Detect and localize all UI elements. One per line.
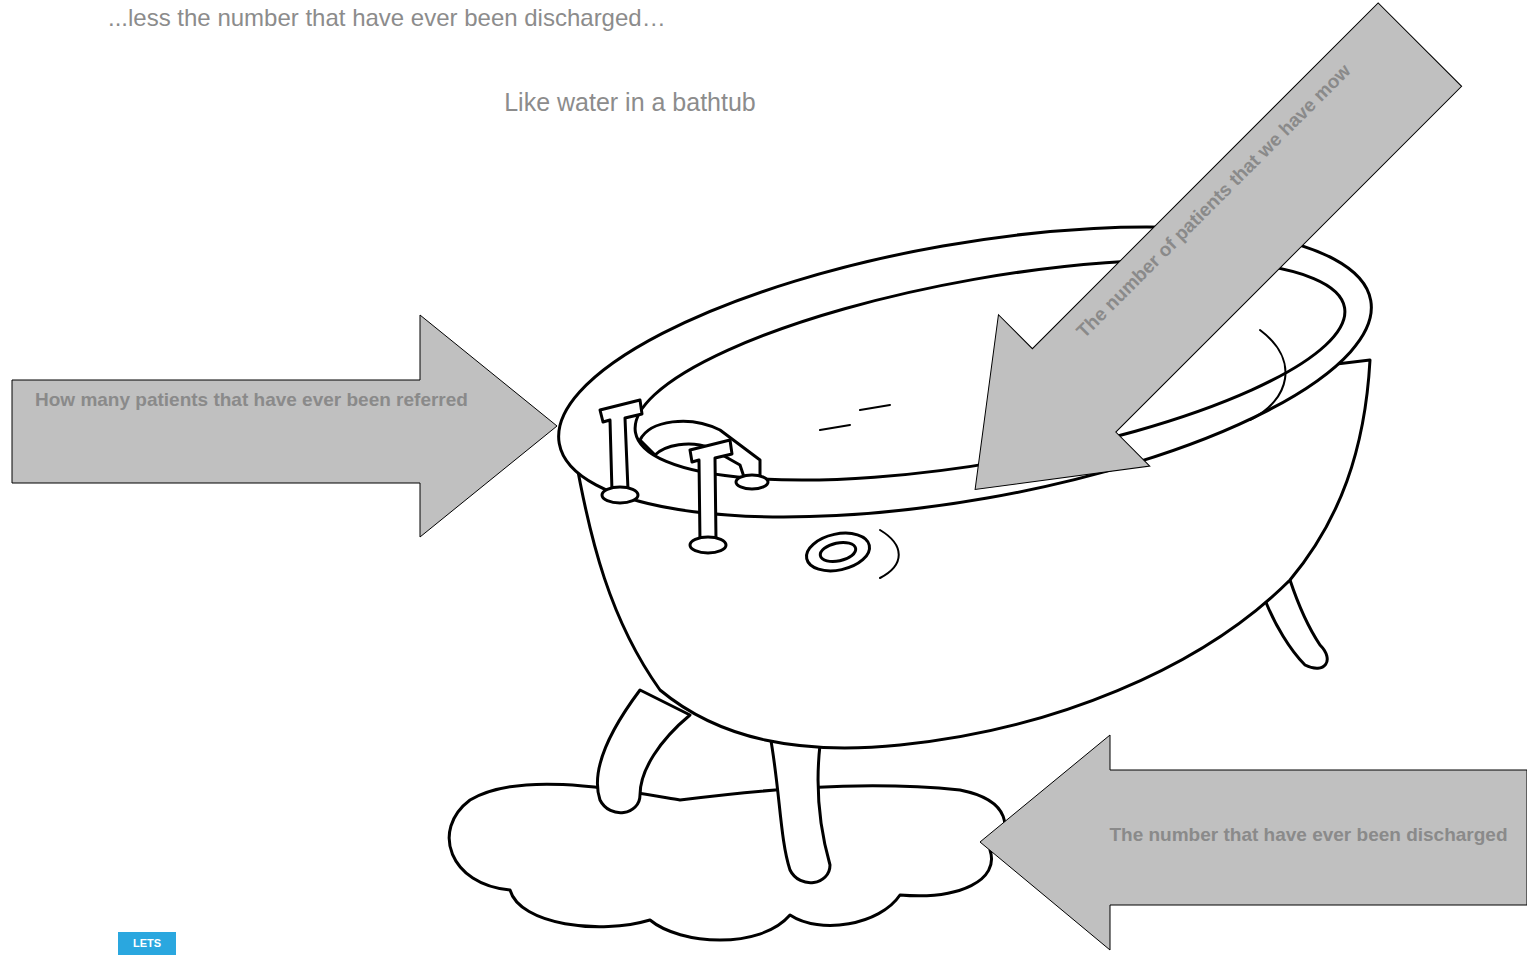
arrow-callout: The number that have ever been discharge…	[980, 735, 1527, 950]
logo-badge	[118, 932, 176, 955]
arrow-outline	[12, 315, 557, 537]
water-puddle	[449, 784, 1004, 940]
arrow-outline	[980, 735, 1527, 950]
faucet-handle	[600, 400, 642, 492]
logo-text: LETS	[118, 937, 176, 950]
arrow-outline	[899, 0, 1495, 565]
callout-text: How many patients that have ever been re…	[35, 388, 485, 412]
faucet-base	[690, 537, 726, 553]
drain-ripple	[880, 530, 899, 578]
arrow-shape	[12, 315, 557, 537]
tub-foot	[770, 735, 830, 883]
faucet-base	[602, 487, 638, 503]
faucet-base	[736, 475, 768, 489]
drain	[803, 528, 873, 577]
drain-inner	[819, 539, 858, 564]
callout-text: The number that have ever been discharge…	[1090, 823, 1527, 847]
slide-subtitle: Like water in a bathtub	[430, 88, 830, 117]
slide-title: ...less the number that have ever been d…	[108, 4, 666, 32]
arrow-callout: How many patients that have ever been re…	[12, 315, 557, 537]
faucet-handle	[690, 440, 732, 542]
tub-foot	[597, 690, 690, 813]
